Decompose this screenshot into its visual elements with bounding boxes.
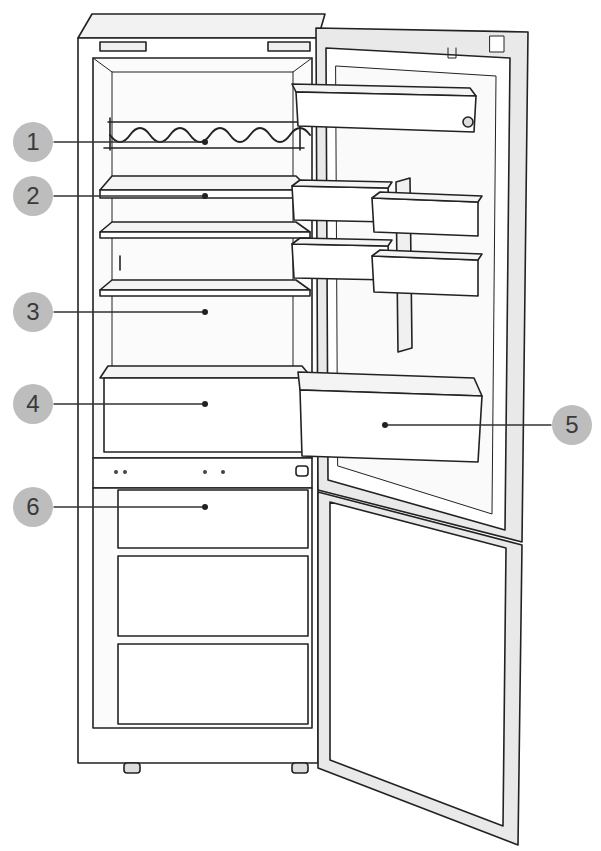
wine-rack-end xyxy=(110,118,300,150)
cabinet-top xyxy=(78,14,325,38)
foot xyxy=(292,763,308,773)
leader-lines xyxy=(54,142,551,507)
glass-shelf xyxy=(100,176,310,190)
cavity xyxy=(93,488,312,728)
freezer-drawer xyxy=(118,490,308,548)
fridge-cavity xyxy=(93,58,312,488)
glass-shelf xyxy=(100,222,310,232)
door-bin xyxy=(372,256,478,296)
callout-number: 5 xyxy=(552,405,592,445)
door-bin xyxy=(300,390,482,462)
door-liner xyxy=(330,502,506,826)
callout-number: 6 xyxy=(13,487,53,527)
wine-rack-rail xyxy=(104,122,304,148)
hinge xyxy=(490,36,504,52)
leader-dots xyxy=(202,139,388,510)
shelf-edge xyxy=(100,190,310,198)
door-bin xyxy=(372,198,478,236)
door-outer xyxy=(318,492,522,845)
freezer-drawer xyxy=(118,644,308,724)
callout-number: 4 xyxy=(13,384,53,424)
door-bin xyxy=(292,180,392,188)
door-bin xyxy=(292,238,392,246)
door-sensor xyxy=(296,466,308,476)
freezer-cavity xyxy=(93,488,312,728)
door-bin xyxy=(372,192,482,202)
door-bin xyxy=(372,250,482,260)
crisper-drawer xyxy=(104,378,310,452)
glass-shelf xyxy=(100,280,310,290)
cabinet-front xyxy=(78,38,318,763)
callout-number: 3 xyxy=(13,292,53,332)
clip xyxy=(448,48,456,58)
top-panel xyxy=(268,42,310,51)
fridge-door xyxy=(292,28,528,542)
shelf-edge xyxy=(100,290,310,296)
foot xyxy=(124,763,140,773)
shelf-support xyxy=(119,256,121,270)
callout-number: 2 xyxy=(13,176,53,216)
divider-dots xyxy=(114,470,225,474)
screw xyxy=(463,117,473,127)
freezer-drawer xyxy=(118,556,308,636)
cavity xyxy=(93,58,312,458)
divider xyxy=(93,458,312,488)
cabinet xyxy=(78,14,325,773)
door-bin xyxy=(296,92,476,132)
wine-rack xyxy=(110,128,310,142)
callout-number: 1 xyxy=(13,122,53,162)
shelf-edge xyxy=(100,232,310,238)
crisper-cover xyxy=(100,366,312,378)
freezer-door xyxy=(318,492,522,845)
top-panel xyxy=(100,42,146,51)
